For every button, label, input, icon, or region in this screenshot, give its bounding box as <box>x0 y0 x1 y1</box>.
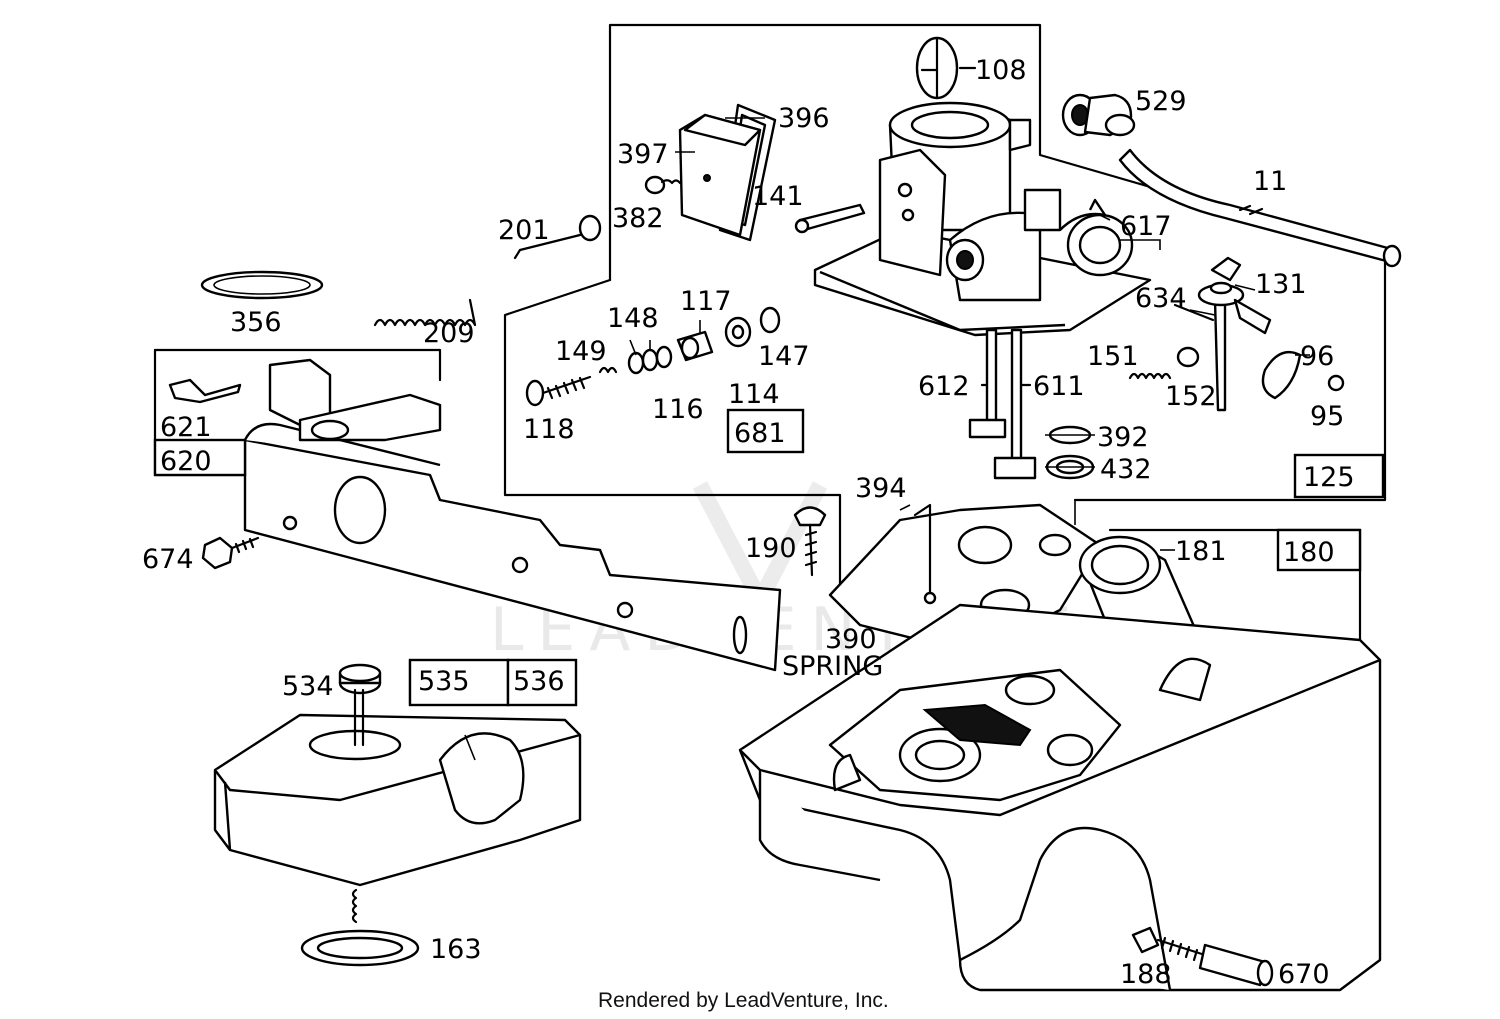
part-356-209-ring-spring <box>200 270 477 327</box>
part-108-choke-plate <box>915 36 977 100</box>
label-536: 536 <box>513 666 565 697</box>
label-432: 432 <box>1100 454 1152 485</box>
label-356: 356 <box>230 307 282 338</box>
label-181: 181 <box>1175 536 1227 567</box>
label-681: 681 <box>734 418 786 449</box>
label-190: 190 <box>745 533 797 564</box>
part-96-95-plate <box>1261 350 1345 400</box>
label-151: 151 <box>1087 341 1139 372</box>
part-529-elbow <box>1061 93 1136 137</box>
label-95: 95 <box>1310 401 1344 432</box>
part-201-link-rod <box>513 214 602 260</box>
outline-125 <box>608 23 1387 502</box>
label-394: 394 <box>855 473 907 504</box>
part-141-shaft <box>794 203 866 234</box>
box-536 <box>506 658 578 707</box>
part-534-knob <box>338 663 382 747</box>
box-681 <box>726 408 805 454</box>
label-670: 670 <box>1278 959 1330 990</box>
outline-681-left <box>503 278 842 592</box>
label-611: 611 <box>1033 371 1085 402</box>
part-180-fuel-tank <box>738 603 1382 992</box>
part-11-fuel-pipe <box>1118 148 1402 268</box>
label-11: 11 <box>1253 166 1287 197</box>
part-620-621-bracket <box>168 358 782 672</box>
label-163: 163 <box>430 934 482 965</box>
label-392: 392 <box>1097 422 1149 453</box>
box-620 <box>153 438 247 477</box>
label-382: 382 <box>612 203 664 234</box>
part-188-670-plug <box>1131 926 1274 987</box>
part-labels: 108 529 396 397 382 11 141 201 617 131 6… <box>142 55 1355 990</box>
label-621: 621 <box>160 412 212 443</box>
label-534: 534 <box>282 671 334 702</box>
label-118: 118 <box>523 414 575 445</box>
box-125 <box>1293 453 1385 499</box>
label-180: 180 <box>1283 537 1335 568</box>
label-396: 396 <box>778 103 830 134</box>
part-617-fitting <box>1059 198 1107 231</box>
label-209: 209 <box>423 318 475 349</box>
label-147: 147 <box>758 341 810 372</box>
part-674-bolt <box>201 536 260 570</box>
label-125: 125 <box>1303 462 1355 493</box>
label-620: 620 <box>160 446 212 477</box>
label-131: 131 <box>1255 269 1307 300</box>
box-180 <box>1276 528 1362 572</box>
label-141: 141 <box>752 181 804 212</box>
label-634: 634 <box>1135 283 1187 314</box>
label-612: 612 <box>918 371 970 402</box>
label-201: 201 <box>498 215 550 246</box>
carburetor-body <box>813 101 1152 337</box>
label-617: 617 <box>1120 211 1172 242</box>
outline-620-top <box>153 348 442 382</box>
part-190-screw <box>793 506 827 577</box>
label-390: 390 <box>825 624 877 655</box>
label-152: 152 <box>1165 381 1217 412</box>
label-188: 188 <box>1120 959 1172 990</box>
label-108: 108 <box>975 55 1027 86</box>
label-116: 116 <box>652 394 704 425</box>
render-credit: Rendered by LeadVenture, Inc. <box>598 989 889 1012</box>
label-535: 535 <box>418 666 470 697</box>
part-151-152-spring <box>1128 346 1200 380</box>
part-612-611-screws <box>968 328 1037 480</box>
label-397: 397 <box>617 139 669 170</box>
label-114: 114 <box>728 379 780 410</box>
part-396-397-block <box>678 103 777 242</box>
label-96: 96 <box>1300 341 1334 372</box>
part-681-kit <box>525 306 781 407</box>
part-163-gasket <box>300 888 420 967</box>
label-148: 148 <box>607 303 659 334</box>
label-boxes <box>153 408 1385 707</box>
leader-lines <box>464 67 1310 761</box>
label-149: 149 <box>555 336 607 367</box>
label-674: 674 <box>142 544 194 575</box>
label-117: 117 <box>680 286 732 317</box>
part-634-needle <box>1173 256 1272 412</box>
label-spring: SPRING <box>782 651 883 682</box>
part-382-nut <box>644 175 682 195</box>
part-536-air-cleaner <box>213 713 582 887</box>
label-529: 529 <box>1135 86 1187 117</box>
